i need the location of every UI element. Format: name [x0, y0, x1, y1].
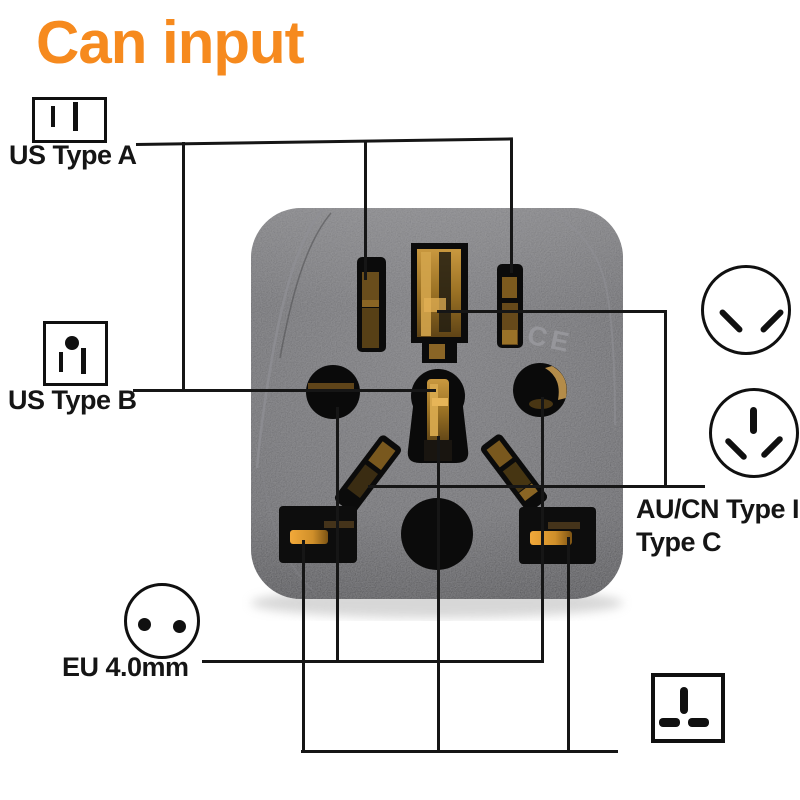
slot-bottom-right: [519, 507, 596, 564]
connector-line-us-type-a-v2: [364, 141, 367, 280]
connector-line-uk-h: [301, 750, 618, 753]
slot-top-right: [497, 264, 523, 348]
connector-line-eu-h: [202, 660, 544, 663]
uk-type-g-plug-icon: [651, 673, 725, 743]
connector-line-uk-v1: [302, 540, 305, 752]
connector-line-us-type-a-v1: [182, 142, 185, 391]
au-cn-type-i-label: AU/CN Type I: [636, 494, 800, 524]
au-two-angled-pins-icon: [701, 265, 791, 355]
ground-pin-dot: [65, 336, 79, 350]
hole-right-round: [513, 363, 567, 417]
connector-line-us-type-a-v3: [510, 139, 513, 273]
angled-pin-left: [718, 308, 744, 334]
connector-line-au-cn-v: [664, 310, 667, 488]
us-type-b-label: US Type B: [8, 385, 137, 415]
us-type-b-blades-ground-icon: [43, 321, 108, 386]
vertical-pin: [750, 407, 757, 434]
hole-left-round: [306, 365, 360, 419]
flat-blade-left: [659, 718, 680, 727]
connector-line-au-cn-h: [437, 310, 667, 313]
connector-line-eu-v2: [541, 397, 544, 662]
us-type-a-label: US Type A: [9, 140, 137, 170]
flat-blade-left: [51, 106, 55, 127]
ground-blade-vertical: [680, 687, 688, 714]
flat-blade-right: [73, 102, 78, 131]
flat-blade-left: [59, 352, 63, 372]
connector-line-uk-v3: [567, 537, 570, 752]
round-pin-left: [138, 618, 151, 631]
ce-marking: CE: [525, 320, 576, 359]
connector-line-type-c: [368, 485, 705, 488]
slot-top-center: [411, 243, 468, 363]
slot-right-angled: [480, 434, 548, 512]
page-title: Can input: [36, 9, 305, 76]
us-type-a-flat-blades-icon: [32, 97, 107, 143]
angled-pin-right: [759, 308, 785, 334]
connector-line-us-type-a-h: [135, 137, 513, 146]
au-cn-type-i-three-pins-icon: [709, 388, 799, 478]
connector-line-uk-v2: [437, 436, 440, 752]
slot-bottom-left: [279, 506, 357, 563]
round-pin-right: [173, 620, 186, 633]
flat-blade-right: [81, 348, 86, 374]
angled-pin-right: [759, 434, 785, 460]
type-c-label: Type C: [636, 527, 722, 557]
angled-pin-left: [723, 436, 749, 462]
slot-top-left: [357, 257, 386, 352]
slot-left-angled: [334, 435, 402, 513]
eu-two-round-pins-icon: [124, 583, 200, 659]
connector-line-eu-v1: [336, 407, 339, 662]
connector-line-us-type-b: [133, 389, 436, 392]
flat-blade-right: [688, 718, 709, 727]
